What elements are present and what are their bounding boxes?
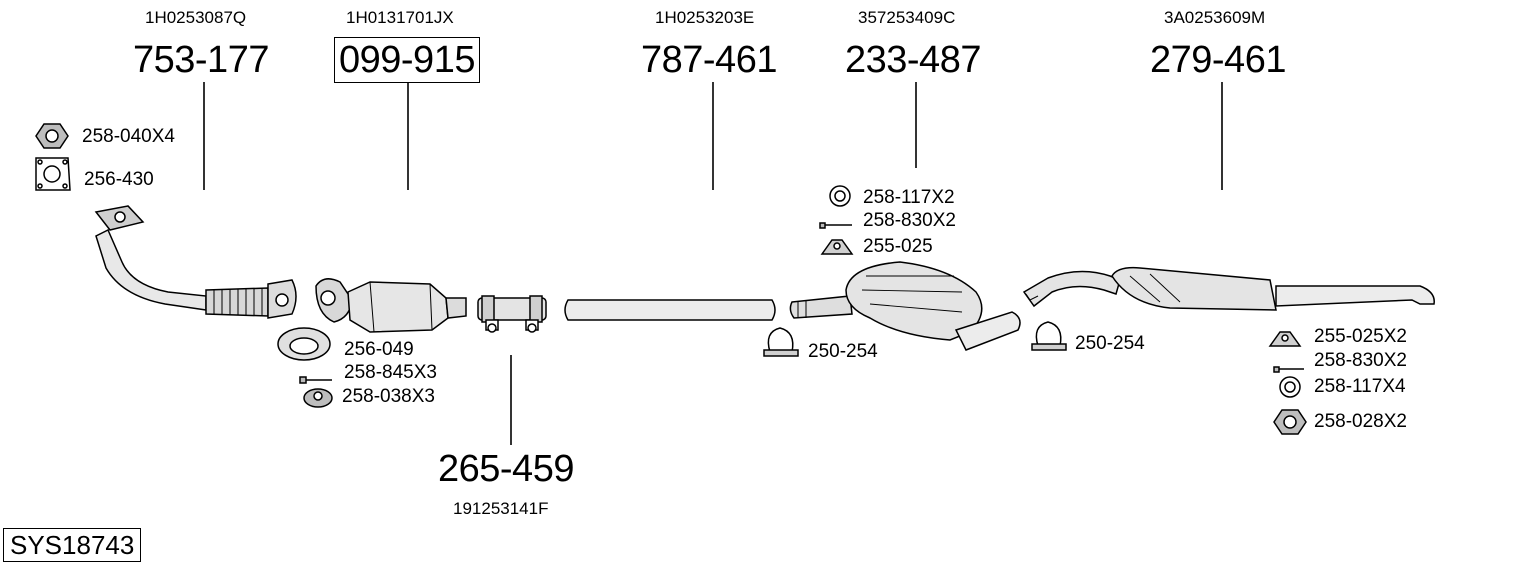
part-number-link[interactable]: 753-177 bbox=[133, 39, 269, 81]
ring-icon bbox=[829, 185, 851, 207]
fitting-label[interactable]: 258-830X2 bbox=[1314, 350, 1407, 371]
fitting-label[interactable]: 256-430 bbox=[84, 169, 154, 190]
oem-number: 1H0131701JX bbox=[346, 8, 454, 27]
fitting-label[interactable]: 258-845X3 bbox=[344, 362, 437, 383]
oem-number: 1H0253203E bbox=[655, 8, 755, 27]
hex-nut-icon bbox=[35, 123, 69, 149]
front-pipe-753-177[interactable] bbox=[94, 205, 297, 319]
middle-pipe-787-461[interactable] bbox=[564, 299, 776, 321]
fitting-label[interactable]: 258-117X2 bbox=[863, 187, 955, 208]
system-code: SYS18743 bbox=[3, 528, 142, 562]
fitting-label[interactable]: 258-117X4 bbox=[1314, 376, 1406, 397]
flange-nut-icon bbox=[303, 388, 333, 408]
fitting-label[interactable]: 255-025 bbox=[863, 236, 933, 257]
oem-number: 191253141F bbox=[453, 499, 549, 518]
ring-icon bbox=[1279, 376, 1301, 398]
fitting-label[interactable]: 255-025X2 bbox=[1314, 326, 1407, 347]
part-number-link[interactable]: 233-487 bbox=[845, 39, 981, 81]
fitting-label[interactable]: 258-038X3 bbox=[342, 386, 435, 407]
gasket-icon bbox=[35, 157, 71, 191]
fitting-label[interactable]: 250-254 bbox=[808, 341, 878, 362]
fitting-label[interactable]: 258-040X4 bbox=[82, 126, 175, 147]
oem-number: 357253409C bbox=[858, 8, 956, 27]
oem-number: 3A0253609M bbox=[1164, 8, 1266, 27]
rear-silencer-279-461[interactable] bbox=[1022, 266, 1435, 311]
u-clamp-icon bbox=[1031, 321, 1067, 351]
u-clamp-icon bbox=[763, 327, 799, 357]
bolt-icon bbox=[819, 222, 852, 229]
ring-gasket-icon bbox=[277, 327, 331, 361]
catalyst-099-915[interactable] bbox=[315, 278, 467, 333]
bolt-icon bbox=[1273, 366, 1304, 373]
part-number-link[interactable]: 787-461 bbox=[641, 39, 777, 81]
fitting-label[interactable]: 258-830X2 bbox=[863, 210, 956, 231]
part-number-link[interactable]: 099-915 bbox=[334, 37, 480, 83]
hanger-icon bbox=[820, 239, 854, 255]
part-number-link[interactable]: 279-461 bbox=[1150, 39, 1286, 81]
bolt-icon bbox=[299, 376, 332, 384]
part-number-link[interactable]: 265-459 bbox=[438, 448, 574, 490]
oem-number: 1H0253087Q bbox=[145, 8, 247, 27]
middle-silencer-233-487[interactable] bbox=[789, 261, 1021, 351]
hex-nut-icon bbox=[1273, 409, 1307, 435]
connector-265-459[interactable] bbox=[477, 295, 547, 333]
fitting-label[interactable]: 250-254 bbox=[1075, 333, 1145, 354]
hanger-icon bbox=[1268, 331, 1302, 347]
fitting-label[interactable]: 258-028X2 bbox=[1314, 411, 1407, 432]
fitting-label[interactable]: 256-049 bbox=[344, 339, 414, 360]
